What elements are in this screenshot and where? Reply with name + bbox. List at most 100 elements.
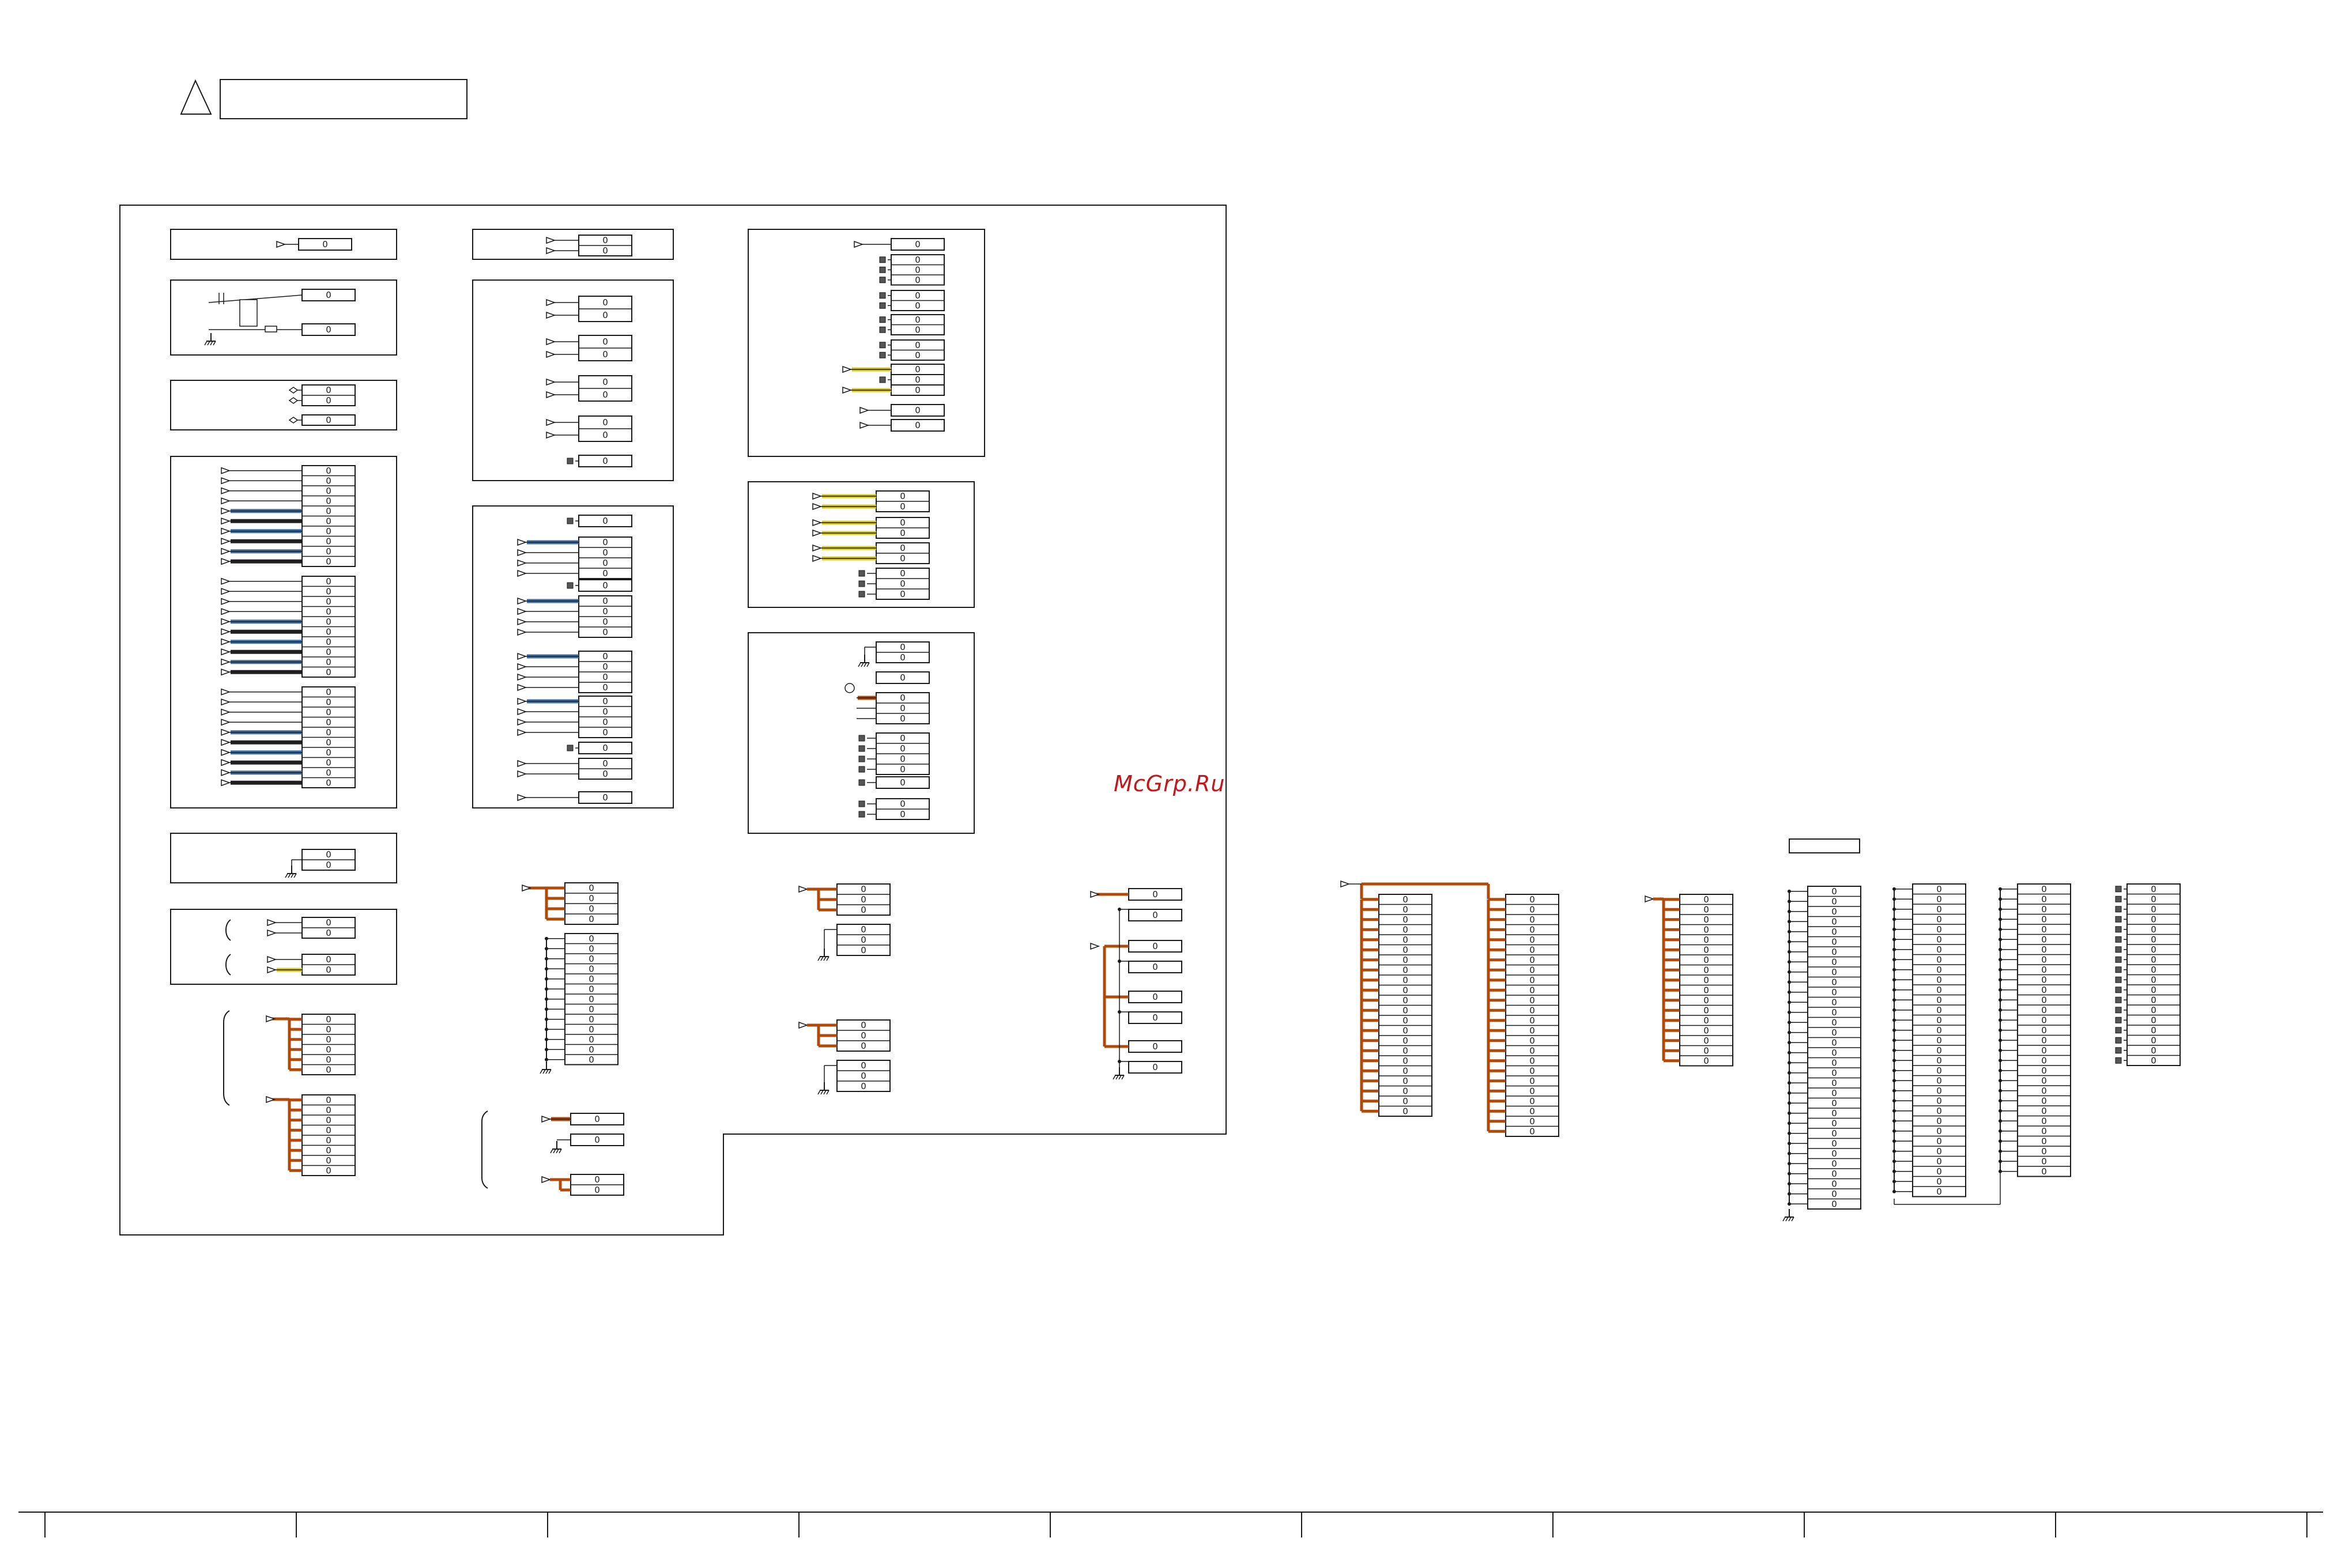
connector-pin-label: 0 (326, 917, 331, 928)
ground-hatch (864, 662, 867, 667)
connector-pin-label: 0 (2041, 944, 2047, 955)
connector-pin-label: 0 (2041, 995, 2047, 1005)
connector-pin-label: 0 (900, 809, 906, 819)
connector-pin-label: 0 (1529, 1106, 1535, 1116)
connector-pin-label: 0 (861, 1081, 866, 1091)
junction-dot (1788, 1111, 1791, 1115)
junction-dot (1788, 1081, 1791, 1085)
connector-pin-label: 0 (900, 693, 906, 703)
signal-arrow-icon (859, 406, 870, 414)
splice-square-icon (858, 580, 865, 587)
signal-arrow-icon (221, 477, 231, 485)
connector-pin-label: 0 (594, 1174, 600, 1185)
resistor-icon (265, 326, 277, 333)
splice-square-icon (879, 292, 886, 299)
connector-pin-label: 0 (1703, 1056, 1709, 1066)
junction-dot (1788, 1021, 1791, 1025)
connector-pin-label: 0 (900, 777, 906, 788)
signal-arrow-icon (221, 467, 231, 474)
signal-arrow-icon (221, 728, 231, 736)
connector-pin-label: 0 (1936, 934, 1942, 944)
junction-dot (1999, 1159, 2002, 1163)
diamond-terminal-icon (288, 417, 299, 424)
connector-pin-label: 0 (1703, 894, 1709, 905)
junction-dot (545, 936, 548, 940)
connector-pin-label: 0 (900, 517, 906, 528)
signal-arrow-icon (798, 885, 809, 893)
connector-pin-label: 0 (861, 905, 866, 915)
signal-arrow-icon (812, 492, 823, 500)
signal-arrow-icon (221, 497, 231, 505)
junction-dot (1999, 927, 2002, 931)
junction-dot (545, 957, 548, 961)
junction-dot (1999, 998, 2002, 1002)
connector-pin-label: 0 (1703, 965, 1709, 975)
ground-hatch (1785, 1216, 1789, 1222)
splice-square-icon (2115, 1057, 2122, 1064)
connector-pin-label: 0 (326, 667, 331, 677)
signal-arrow-icon (517, 794, 527, 802)
connector-pin-label: 0 (861, 1030, 866, 1041)
connector-pin-label: 0 (1831, 1078, 1837, 1088)
junction-dot (1788, 1192, 1791, 1196)
watermark-text: McGrp.Ru (1114, 771, 1226, 796)
connector-pin-label: 0 (602, 337, 608, 347)
signal-arrow-icon (517, 597, 527, 605)
main-outline (119, 205, 1227, 1235)
signal-arrow-icon (221, 487, 231, 494)
connector-pin-label: 0 (900, 528, 906, 538)
splice-square-icon (2115, 946, 2122, 953)
splice-square-icon (879, 342, 886, 349)
connector-pin-label: 0 (1402, 924, 1408, 935)
splice-square-icon (858, 811, 865, 818)
splice-square-icon (2115, 1047, 2122, 1054)
bracket (225, 954, 231, 976)
schematic-frame (18, 79, 2323, 1513)
junction-dot (1892, 1129, 1896, 1133)
connector-pin-label: 0 (1529, 955, 1535, 965)
connector-pin-label: 0 (861, 1020, 866, 1030)
splice-square-icon (2115, 936, 2122, 943)
connector-pin-label: 0 (2041, 1005, 2047, 1015)
junction-dot (1892, 1079, 1896, 1083)
connector-pin-label: 0 (1703, 915, 1709, 925)
connector-pin-label: 0 (602, 456, 608, 466)
section-box (170, 456, 397, 808)
connector-pin-label: 0 (2151, 995, 2156, 1005)
connector-pin-label: 0 (1152, 962, 1158, 972)
splice-square-icon (2115, 987, 2122, 993)
connector-block (2017, 883, 2071, 1177)
connector-pin-label: 0 (326, 697, 331, 707)
signal-arrow-icon (221, 749, 231, 756)
connector-pin-label: 0 (1831, 1189, 1837, 1199)
connector-pin-label: 0 (1402, 1086, 1408, 1096)
connector-pin-label: 0 (915, 255, 921, 265)
ground-hatch (817, 1090, 821, 1095)
signal-arrow-icon (546, 299, 556, 307)
connector-pin-label: 0 (1831, 1118, 1837, 1128)
junction-dot (1999, 947, 2002, 951)
splice-square-icon (858, 779, 865, 786)
junction-dot (1892, 907, 1896, 911)
junction-dot (1999, 958, 2002, 962)
connector-pin-label: 0 (326, 1095, 331, 1105)
section-box (748, 481, 975, 608)
connector-pin-label: 0 (1529, 924, 1535, 935)
connector-pin-label: 0 (589, 994, 594, 1004)
connector-pin-label: 0 (1936, 1005, 1942, 1015)
junction-dot (1892, 1089, 1896, 1093)
connector-pin-label: 0 (915, 265, 921, 275)
signal-arrow-icon (1090, 942, 1100, 950)
connector-block (876, 692, 930, 724)
splice-square-icon (858, 745, 865, 752)
signal-arrow-icon (517, 770, 527, 778)
connector-pin-label: 0 (322, 239, 328, 250)
connector-pin-label: 0 (1831, 1098, 1837, 1108)
connector-pin-label: 0 (602, 310, 608, 320)
splice-square-icon (858, 735, 865, 742)
ground-hatch (861, 662, 864, 667)
junction-dot (1118, 1010, 1121, 1014)
connector-pin-label: 0 (900, 568, 906, 579)
connector-pin-label: 0 (594, 1114, 600, 1124)
junction-dot (1788, 889, 1791, 893)
